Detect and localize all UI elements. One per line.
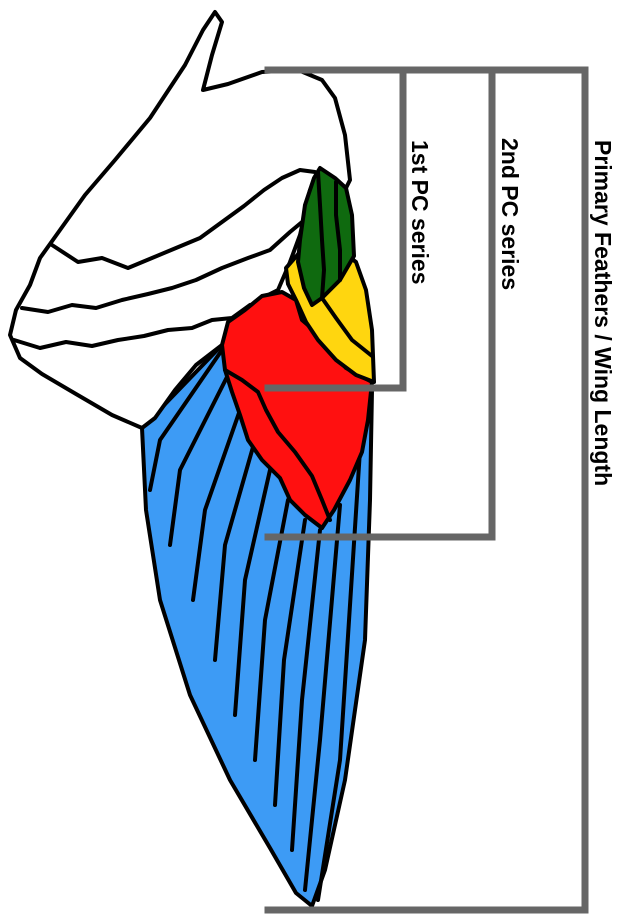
label-first-pc-series: 1st PC series bbox=[407, 140, 433, 284]
label-primary-feathers: Primary Feathers / Wing Length bbox=[590, 140, 616, 486]
label-second-pc-series: 2nd PC series bbox=[497, 138, 523, 290]
